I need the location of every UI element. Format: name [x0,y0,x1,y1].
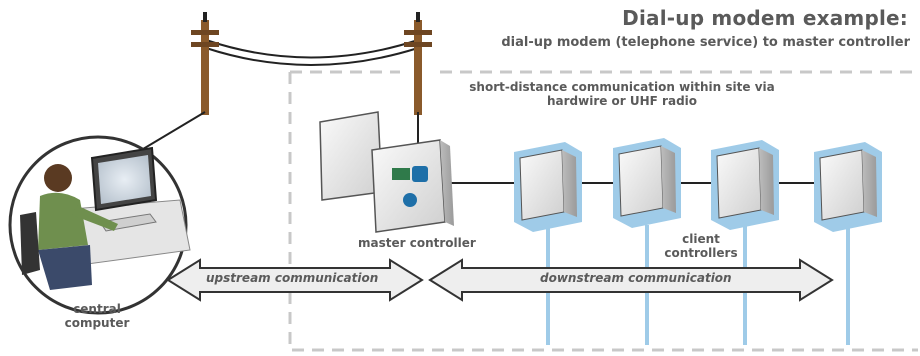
site-boundary [288,70,918,352]
client-controller-1 [514,142,582,345]
utility-pole-right [404,12,432,115]
downstream-arrow [428,258,834,302]
downstream-communication-label: downstream communication [540,271,732,285]
client-controllers-label: client controllers [664,232,738,260]
client-controller-4 [814,142,882,345]
master-controller-label: master controller [358,236,476,250]
master-controller [319,111,454,233]
telephone-wire-top [205,39,419,59]
central-computer-label: central computer [64,302,130,330]
upstream-arrow [166,258,424,302]
central-computer-illustration [8,135,191,315]
site-communication-note: short-distance communication within site… [469,80,775,108]
diagram-title: Dial-up modem example: [622,6,908,30]
upstream-communication-label: upstream communication [206,271,379,285]
utility-pole-left [191,12,219,115]
diagram-subtitle: dial-up modem (telephone service) to mas… [501,35,910,50]
client-controller-3 [711,140,779,345]
telephone-wire-bottom [205,47,419,66]
